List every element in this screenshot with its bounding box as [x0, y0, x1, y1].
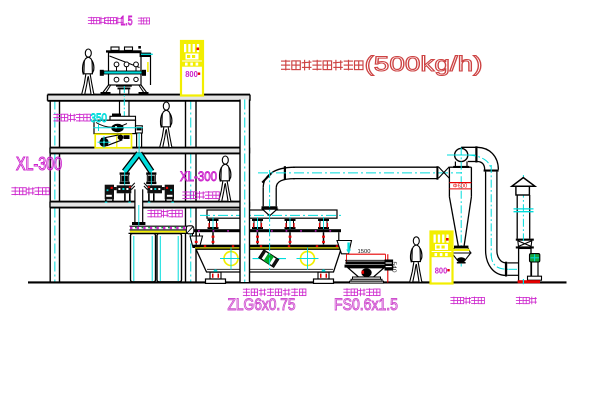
svg-text:ZLG6x0.75: ZLG6x0.75: [228, 296, 296, 314]
svg-text:FS0.6x1.5: FS0.6x1.5: [334, 296, 398, 314]
svg-text:540: 540: [391, 262, 397, 273]
svg-text:Φ600: Φ600: [453, 184, 468, 190]
svg-text:350: 350: [91, 111, 108, 125]
svg-text:1500: 1500: [358, 249, 371, 255]
svg-text:1.5: 1.5: [121, 13, 133, 28]
svg-text:(500kg/h): (500kg/h): [365, 53, 483, 76]
svg-text:800: 800: [185, 70, 198, 79]
svg-text:XL-300: XL-300: [180, 168, 217, 184]
svg-text:XL-300: XL-300: [16, 154, 62, 174]
svg-text:800: 800: [435, 267, 448, 276]
